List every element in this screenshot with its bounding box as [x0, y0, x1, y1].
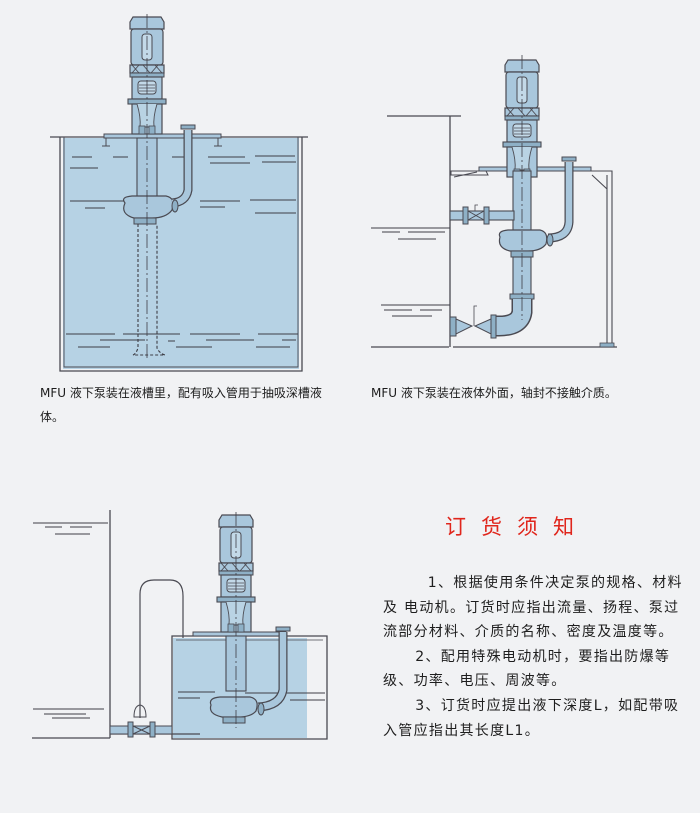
figure-pump-outside-liquid	[371, 55, 617, 348]
notice-item-3: 3、订货时应提出液下深度L，如配带吸入管应指出其长度L1。	[383, 697, 680, 739]
figure-pump-in-tank	[50, 14, 308, 372]
ordering-notice-body: 1、根据使用条件决定泵的规格、材料及 电动机。订货时应指出流量、扬程、泵过流部分…	[383, 571, 683, 743]
ordering-notice-title: 订货须知	[445, 515, 589, 539]
figure-caption-outside-liquid: MFU 液下泵装在液体外面，轴封不接触介质。	[371, 386, 617, 400]
notice-item-2: 2、配用特殊电动机时，要指出防爆等级、功率、电压、周波等。	[383, 648, 671, 690]
notice-item-1: 1、根据使用条件决定泵的规格、材料及 电动机。订货时应指出流量、扬程、泵过流部分…	[383, 575, 683, 641]
figure-caption-in-tank: MFU 液下泵装在液槽里，配有吸入管用于抽吸深槽液体。	[40, 386, 322, 424]
tank-liquid	[63, 138, 299, 369]
figure-pump-with-siphon	[32, 510, 328, 740]
